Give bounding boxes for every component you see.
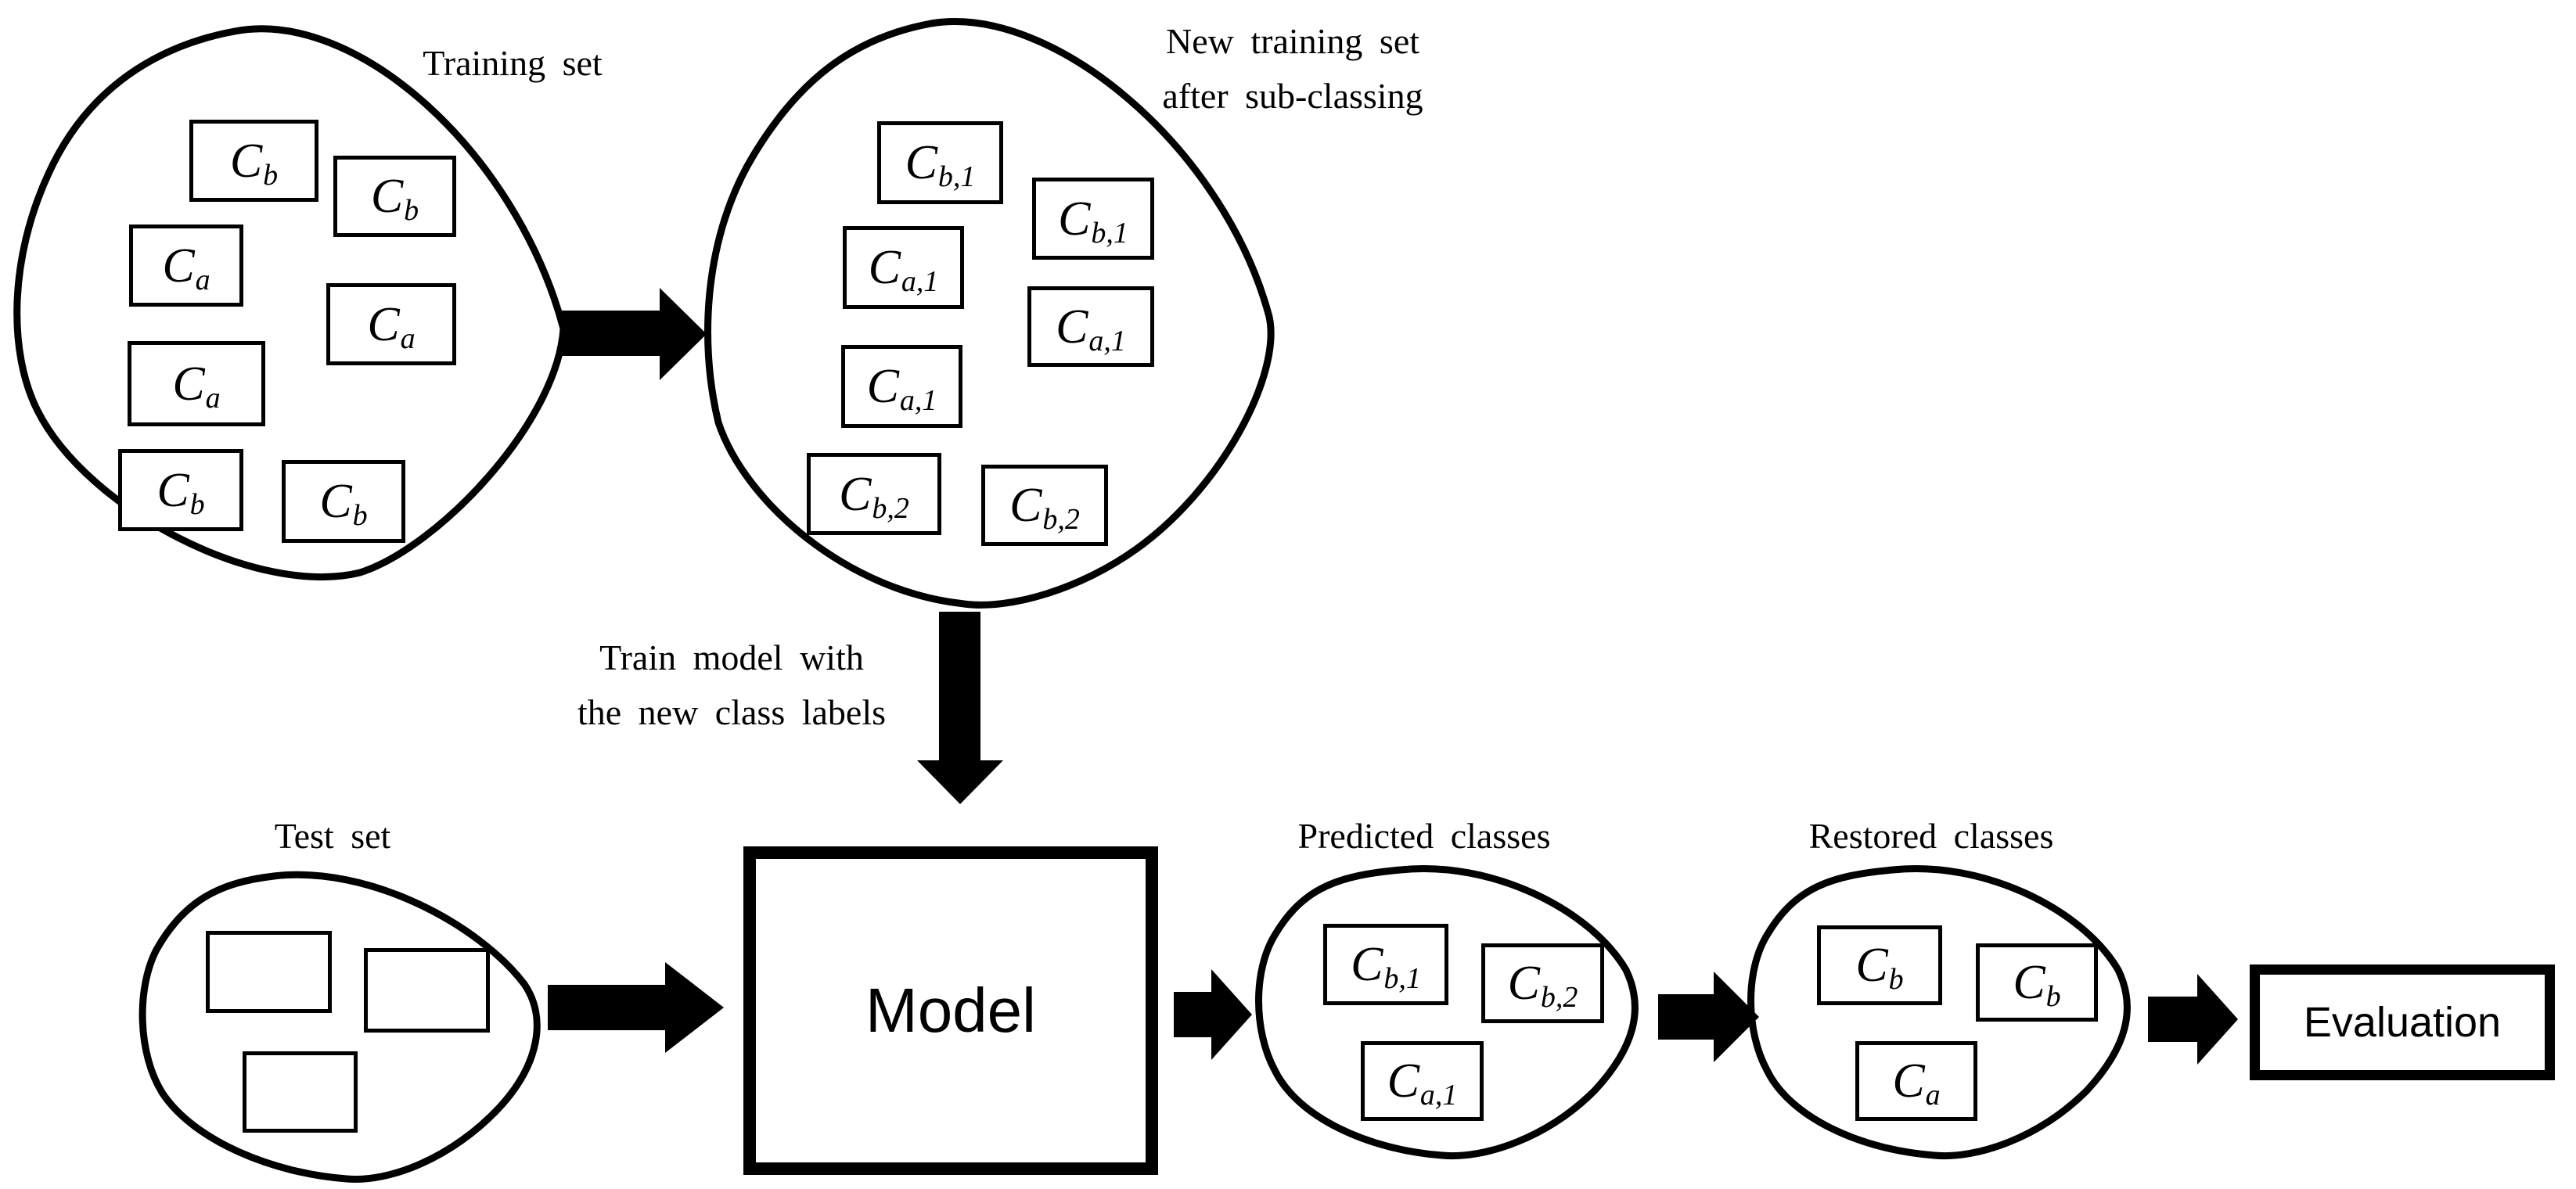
- training-set-blob: [13, 25, 567, 580]
- class-label-sub: b: [1888, 963, 1904, 996]
- model-label: Model: [865, 975, 1036, 1045]
- class-label-sub: a,1: [1419, 1079, 1458, 1112]
- predicted-classes-blob: [1255, 865, 1639, 1160]
- class-label-sub: b,2: [1042, 503, 1080, 536]
- train-model-annotation-line1: Train model with: [599, 638, 864, 677]
- class-label-base: C: [1892, 1054, 1925, 1108]
- new-training-set-blob: [704, 18, 1275, 609]
- arrow-restored-to-evaluation: [2148, 974, 2238, 1065]
- new-training-set-label-line1: New training set: [1165, 21, 1420, 61]
- model-box: Model: [743, 846, 1158, 1175]
- arrow-predicted-to-restored: [1658, 972, 1759, 1062]
- class-label-base: C: [905, 136, 937, 189]
- class-label-sub: a,1: [899, 384, 937, 417]
- class-label-base: C: [319, 475, 352, 528]
- class-label-sub: b,1: [1383, 962, 1421, 995]
- new-training-set-label: New training set after sub-classing: [1121, 14, 1465, 124]
- class-label-base: C: [229, 134, 263, 188]
- arrow-model-to-predicted: [1174, 969, 1252, 1060]
- restored-classes-blob: [1747, 865, 2131, 1160]
- class-label-base: C: [1009, 479, 1042, 532]
- test-box-3: [243, 1051, 358, 1133]
- class-label-sub: b,1: [937, 160, 976, 193]
- class-label-base: C: [839, 467, 872, 521]
- class-label-base: C: [370, 170, 404, 223]
- class-label-base: C: [162, 239, 195, 293]
- test-box-1: [206, 931, 332, 1013]
- class-label-sub: a,1: [1088, 324, 1126, 357]
- class-label-sub: a: [1925, 1079, 1941, 1112]
- arrow-training-to-subclassed: [560, 288, 707, 380]
- evaluation-box: Evaluation: [2250, 964, 2555, 1080]
- class-label-sub: b,1: [1091, 216, 1128, 250]
- class-label-sub: a: [195, 263, 210, 296]
- class-label-sub: b: [189, 487, 205, 521]
- class-label-sub: a: [205, 381, 221, 415]
- class-label-base: C: [868, 241, 901, 294]
- new-training-set-label-line2: after sub-classing: [1162, 76, 1423, 116]
- restored-classes-label: Restored classes: [1808, 816, 2054, 856]
- train-model-annotation-line2: the new class labels: [577, 692, 887, 732]
- evaluation-label: Evaluation: [2303, 999, 2502, 1046]
- class-label-sub: a: [400, 321, 416, 355]
- class-label-base: C: [1351, 938, 1383, 991]
- arrow-test-to-model: [548, 962, 724, 1053]
- class-label-sub: b: [2045, 980, 2061, 1013]
- class-label-sub: b,2: [1540, 981, 1578, 1014]
- class-label-sub: b,2: [872, 491, 909, 525]
- class-label-sub: b: [352, 499, 368, 532]
- class-label-base: C: [157, 463, 189, 517]
- class-label-base: C: [1056, 300, 1088, 354]
- test-set-blob: [139, 871, 541, 1184]
- class-label-sub: a,1: [901, 265, 939, 298]
- class-label-base: C: [1507, 957, 1540, 1010]
- class-label-base: C: [367, 297, 400, 351]
- class-label-sub: b: [263, 158, 279, 192]
- class-label-sub: b: [404, 194, 419, 227]
- class-label-base: C: [866, 360, 899, 413]
- class-label-base: C: [1058, 192, 1091, 246]
- test-box-2: [364, 948, 490, 1033]
- train-model-annotation: Train model with the new class labels: [548, 630, 916, 740]
- class-label-base: C: [2013, 956, 2045, 1009]
- predicted-classes-label: Predicted classes: [1297, 816, 1551, 856]
- class-label-base: C: [1855, 939, 1888, 992]
- training-set-label: Training set: [423, 43, 603, 83]
- class-label-base: C: [1387, 1054, 1419, 1108]
- class-label-base: C: [172, 357, 205, 411]
- arrow-train-down: [917, 612, 1003, 804]
- test-set-label: Test set: [274, 816, 391, 856]
